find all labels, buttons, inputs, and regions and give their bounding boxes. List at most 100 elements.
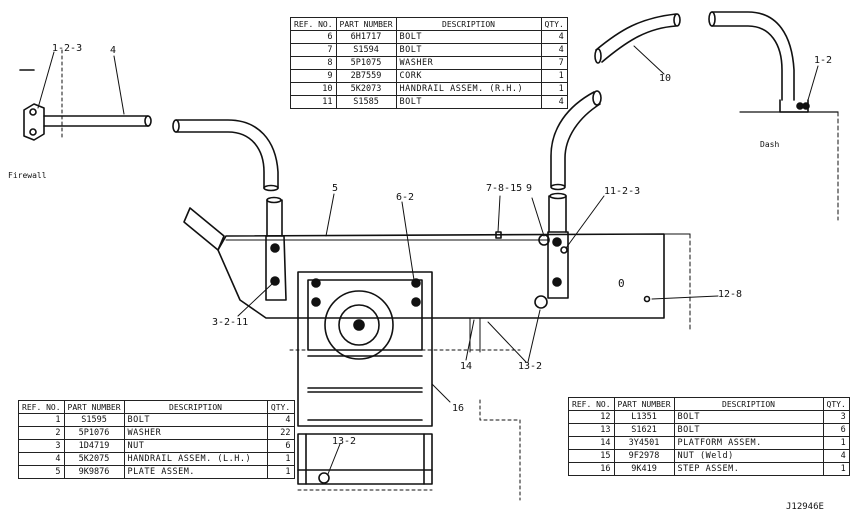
qty-cell: 1 <box>540 82 568 96</box>
callout-3-2-11: 3-2-11 <box>212 317 249 328</box>
callout-16: 16 <box>452 403 465 414</box>
part-number-cell: S1595 <box>63 413 125 427</box>
qty-cell: 3 <box>822 410 850 424</box>
callout-10: 10 <box>659 73 672 84</box>
left-handrail <box>23 103 287 301</box>
part-number-cell: 6H1717 <box>335 30 397 44</box>
qty-cell: 4 <box>266 413 295 427</box>
ref-cell: 11 <box>290 95 337 109</box>
ref-cell: 7 <box>290 43 337 57</box>
part-number-cell: 5K2073 <box>335 82 397 96</box>
header-description: DESCRIPTION <box>673 397 824 411</box>
description-cell: NUT (Weld) <box>673 449 824 463</box>
header-ref: REF. NO. <box>290 17 337 31</box>
drawing-number: J12946E <box>786 502 824 512</box>
ref-cell: 3 <box>18 439 65 453</box>
ref-cell: 9 <box>290 69 337 83</box>
callout-4: 4 <box>110 45 117 56</box>
qty-cell: 4 <box>540 95 568 109</box>
qty-cell: 22 <box>266 426 295 440</box>
part-number-cell: S1585 <box>335 95 397 109</box>
callout-leaders <box>37 45 819 475</box>
qty-cell: 1 <box>540 69 568 83</box>
description-cell: PLATFORM ASSEM. <box>673 436 824 450</box>
ref-cell: 1 <box>18 413 65 427</box>
part-number-cell: 9F2978 <box>613 449 675 463</box>
description-cell: WASHER <box>395 56 542 70</box>
part-number-cell: 5K2075 <box>63 452 125 466</box>
callout-9: 9 <box>526 183 533 194</box>
ref-cell: 6 <box>290 30 337 44</box>
callout-14: 14 <box>460 361 473 372</box>
ref-cell: 4 <box>18 452 65 466</box>
ref-cell: 8 <box>290 56 337 70</box>
header-ref: REF. NO. <box>568 397 615 411</box>
qty-cell: 4 <box>540 30 568 44</box>
ref-cell: 14 <box>568 436 615 450</box>
callout-0: 0 <box>618 277 625 290</box>
ref-cell: 5 <box>18 465 65 479</box>
ref-cell: 13 <box>568 423 615 437</box>
description-cell: HANDRAIL ASSEM. (R.H.) <box>395 82 542 96</box>
part-number-cell: S1594 <box>335 43 397 57</box>
dash-label: Dash <box>760 140 780 149</box>
ref-cell: 12 <box>568 410 615 424</box>
part-number-cell: 2B7559 <box>335 69 397 83</box>
description-cell: CORK <box>395 69 542 83</box>
dash-handrail <box>594 11 839 221</box>
qty-cell: 4 <box>822 449 850 463</box>
part-number-cell: 3Y4501 <box>613 436 675 450</box>
qty-cell: 6 <box>266 439 295 453</box>
part-number-cell: 1D4719 <box>63 439 125 453</box>
callout-7-8-15: 7-8-15 <box>486 183 523 194</box>
part-number-cell: S1621 <box>613 423 675 437</box>
step-assembly <box>297 271 521 501</box>
callout-13-2-upper: 13-2 <box>518 361 543 372</box>
qty-cell: 1 <box>266 452 295 466</box>
qty-cell: 6 <box>822 423 850 437</box>
description-cell: WASHER <box>123 426 268 440</box>
header-part-number: PART NUMBER <box>613 397 675 411</box>
header-part-number: PART NUMBER <box>335 17 397 31</box>
callout-11-2-3: 11-2-3 <box>604 186 641 197</box>
qty-cell: 1 <box>822 436 850 450</box>
description-cell: BOLT <box>395 30 542 44</box>
right-handrail <box>538 90 602 299</box>
header-part-number: PART NUMBER <box>63 400 125 414</box>
firewall-label: Firewall <box>8 171 47 180</box>
description-cell: PLATE ASSEM. <box>123 465 268 479</box>
qty-cell: 1 <box>266 465 295 479</box>
ref-cell: 15 <box>568 449 615 463</box>
description-cell: BOLT <box>395 95 542 109</box>
description-cell: BOLT <box>673 423 824 437</box>
header-ref: REF. NO. <box>18 400 65 414</box>
callout-6-2: 6-2 <box>396 192 415 203</box>
ref-cell: 10 <box>290 82 337 96</box>
callout-13-2-lower: 13-2 <box>332 436 357 447</box>
description-cell: STEP ASSEM. <box>673 462 824 476</box>
qty-cell: 7 <box>540 56 568 70</box>
callout-5: 5 <box>332 183 339 194</box>
part-number-cell: 9K9876 <box>63 465 125 479</box>
parts-table-bottom-right: REF. NO. PART NUMBER DESCRIPTION QTY. 12… <box>568 397 850 476</box>
header-qty: QTY. <box>540 17 568 31</box>
description-cell: BOLT <box>395 43 542 57</box>
